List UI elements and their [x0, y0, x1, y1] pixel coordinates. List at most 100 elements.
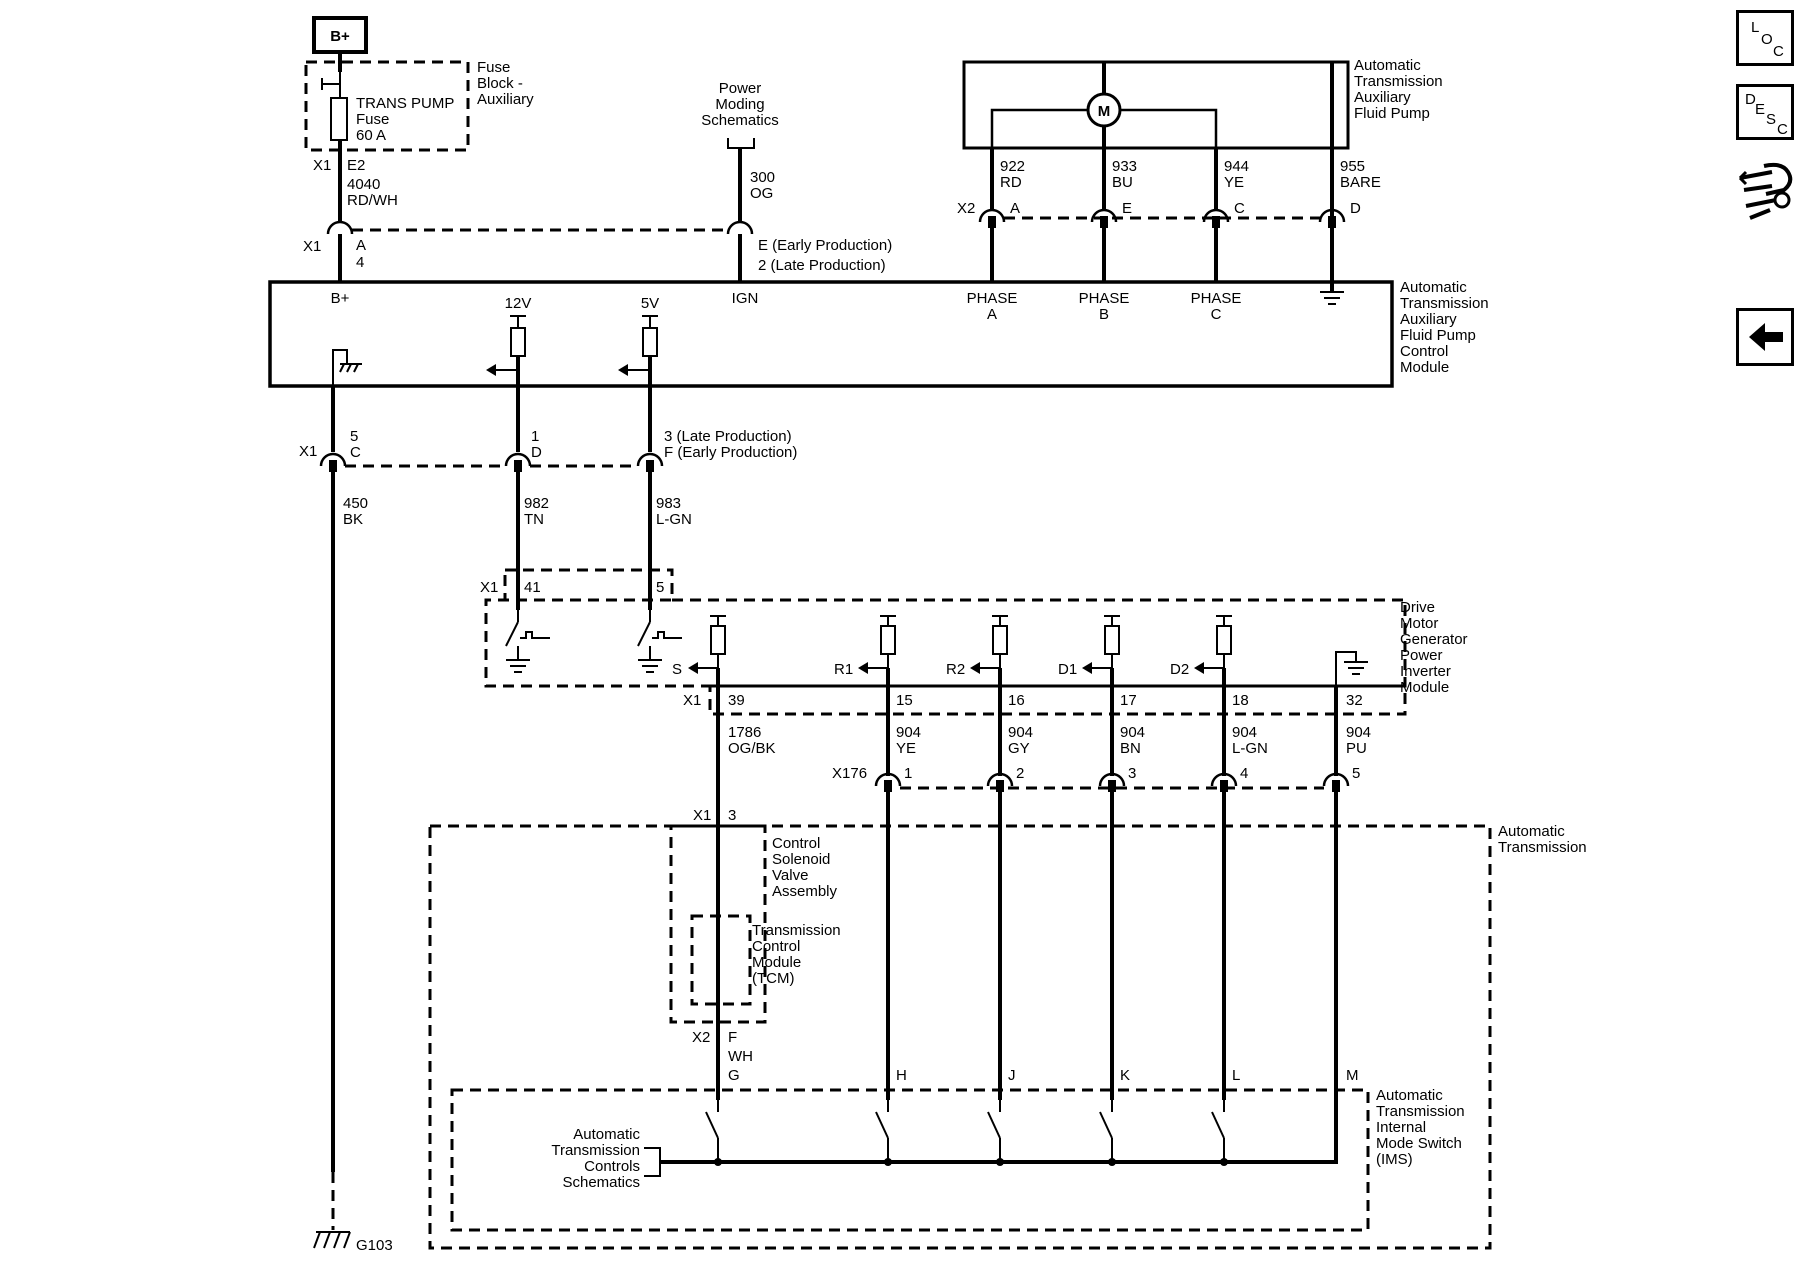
- wire-933-color: BU: [1112, 174, 1133, 191]
- control-module-label-1: Automatic: [1400, 279, 1467, 296]
- power-moding-label-3: Schematics: [701, 112, 779, 129]
- back-button[interactable]: [1736, 308, 1794, 366]
- dmg-signal-r2: [970, 615, 1008, 674]
- wire-982-color: TN: [524, 511, 544, 528]
- power-moding-label-1: Power: [719, 80, 762, 97]
- wire-983-number: 983: [656, 495, 681, 512]
- x1-pin-a-connector: [326, 220, 354, 235]
- ims-label-5: (IMS): [1376, 1151, 1413, 1168]
- loc-letter-o: O: [1761, 31, 1773, 48]
- wire-982-number: 982: [524, 495, 549, 512]
- ims-label-3: Internal: [1376, 1119, 1426, 1136]
- tcm-label-4: (TCM): [752, 970, 794, 987]
- transmission-label-2: Transmission: [1498, 839, 1587, 856]
- phase-b-label-2: B: [1099, 306, 1109, 323]
- fluid-pump-label-4: Fluid Pump: [1354, 105, 1430, 122]
- ims-outline: [450, 1088, 1370, 1232]
- x1-lower-pinf-early: F (Early Production): [664, 444, 797, 461]
- dmg-x1-bottom-label: X1: [683, 692, 701, 709]
- csva-label-3: Valve: [772, 867, 808, 884]
- csva-x1-pin: 3: [728, 807, 736, 824]
- wire-904-ye-color: YE: [896, 740, 916, 757]
- dmg-signal-d2: [1194, 615, 1232, 674]
- wire-904-ye-number: 904: [896, 724, 921, 741]
- desc-letter-e: E: [1755, 101, 1766, 118]
- fuse-block-outline: [304, 60, 470, 152]
- ims-switch-g-icon: [705, 1111, 719, 1139]
- x176-pin-2: 2: [1016, 765, 1024, 782]
- fluid-pump-label-3: Auxiliary: [1354, 89, 1411, 106]
- connector-tools-icon[interactable]: [1736, 160, 1796, 224]
- control-module-label-4: Fluid Pump: [1400, 327, 1476, 344]
- x1-pin-a: A: [356, 237, 366, 254]
- ims-label-1: Automatic: [1376, 1087, 1443, 1104]
- fluid-pump-outline: [962, 60, 1350, 150]
- control-module-label-6: Module: [1400, 359, 1449, 376]
- desc-letter-s: S: [1766, 111, 1777, 128]
- tcm-x2-label: X2: [692, 1029, 710, 1046]
- wire-933-number: 933: [1112, 158, 1137, 175]
- module-12v-label: 12V: [505, 295, 532, 312]
- dmg-pin-39: 39: [728, 692, 745, 709]
- dmg-signal-s: [688, 615, 726, 674]
- wire-904-gy-color: GY: [1008, 740, 1030, 757]
- x2-pin-a: A: [1010, 200, 1020, 217]
- wire-904-lgn-number: 904: [1232, 724, 1257, 741]
- x1-lower-label: X1: [299, 443, 317, 460]
- phase-a-label-1: PHASE: [967, 290, 1018, 307]
- atc-bracket: [644, 1147, 661, 1177]
- wire-904-bn-color: BN: [1120, 740, 1141, 757]
- dmg-signal-d1: [1082, 615, 1120, 674]
- x1-lower-pin5: 5: [350, 428, 358, 445]
- x2-pin-e: E: [1122, 200, 1132, 217]
- fluid-pump-label-2: Transmission: [1354, 73, 1443, 90]
- dmg-label-2: Motor: [1400, 615, 1438, 632]
- loc-letter-c: C: [1773, 43, 1784, 60]
- tcm-x2-pin: F: [728, 1029, 737, 1046]
- control-module-label-5: Control: [1400, 343, 1448, 360]
- tcm-label-3: Module: [752, 954, 801, 971]
- x176-pin-4: 4: [1240, 765, 1248, 782]
- ims-pin-l: L: [1232, 1067, 1240, 1084]
- wire-4040-color: RD/WH: [347, 192, 398, 209]
- phase-b-label-1: PHASE: [1079, 290, 1130, 307]
- tcm-outline: [690, 914, 752, 1006]
- 5v-signal-arrow-icon: [618, 364, 628, 376]
- location-button[interactable]: L O C: [1736, 10, 1794, 66]
- dmg-input-5-pulse-icon: [652, 631, 682, 639]
- atc-label-3: Controls: [584, 1158, 640, 1175]
- dmg-signal-r1: [858, 615, 896, 674]
- ims-pin-j: J: [1008, 1067, 1016, 1084]
- csva-label-2: Solenoid: [772, 851, 830, 868]
- dmg-pin-18: 18: [1232, 692, 1249, 709]
- x1-pin-4: 4: [356, 254, 364, 271]
- pump-motor-label: M: [1098, 103, 1111, 120]
- ims-pin-g: G: [728, 1067, 740, 1084]
- phase-c-label-1: PHASE: [1191, 290, 1242, 307]
- x176-pin-1: 1: [904, 765, 912, 782]
- x2-pump-label: X2: [957, 200, 975, 217]
- wire-904-gy-number: 904: [1008, 724, 1033, 741]
- loc-letter-l: L: [1751, 19, 1760, 36]
- signal-d1-label: D1: [1058, 661, 1077, 678]
- fuse-name: TRANS PUMP: [356, 95, 454, 112]
- x2-pin-c: C: [1234, 200, 1245, 217]
- tcm-label-1: Transmission: [752, 922, 841, 939]
- ign-pin-early: E (Early Production): [758, 237, 892, 254]
- wire-904-lgn-color: L-GN: [1232, 740, 1268, 757]
- csva-label-1: Control: [772, 835, 820, 852]
- dmg-label-6: Module: [1400, 679, 1449, 696]
- wire-1786-color: OG/BK: [728, 740, 776, 757]
- x1-lower-pind: D: [531, 444, 542, 461]
- module-5v-label: 5V: [641, 295, 659, 312]
- wire-1786-number: 1786: [728, 724, 761, 741]
- ims-switch-k-icon: [1099, 1111, 1113, 1139]
- description-button[interactable]: D E S C: [1736, 84, 1794, 140]
- dmg-ground-icon: [1335, 651, 1357, 686]
- dmg-x1-connector-box: [503, 568, 674, 602]
- x1-lower-pin3-late: 3 (Late Production): [664, 428, 792, 445]
- x176-pin-3: 3: [1128, 765, 1136, 782]
- atc-label-1: Automatic: [573, 1126, 640, 1143]
- fuse-label-2: 60 A: [356, 127, 386, 144]
- transmission-label-1: Automatic: [1498, 823, 1565, 840]
